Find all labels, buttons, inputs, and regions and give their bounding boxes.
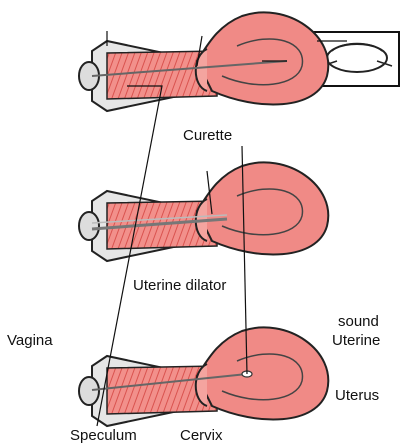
label-cervix: Cervix [180, 427, 223, 444]
label-speculum: Speculum [70, 427, 137, 444]
label-uterus: Uterus [335, 387, 379, 404]
label-uterine-sound-line2: sound [338, 313, 379, 330]
label-uterine-sound-line1: Uterine [332, 332, 380, 349]
label-curette: Curette [183, 127, 232, 144]
label-uterine-dilator: Uterine dilator [133, 277, 226, 294]
label-vagina: Vagina [7, 332, 53, 349]
